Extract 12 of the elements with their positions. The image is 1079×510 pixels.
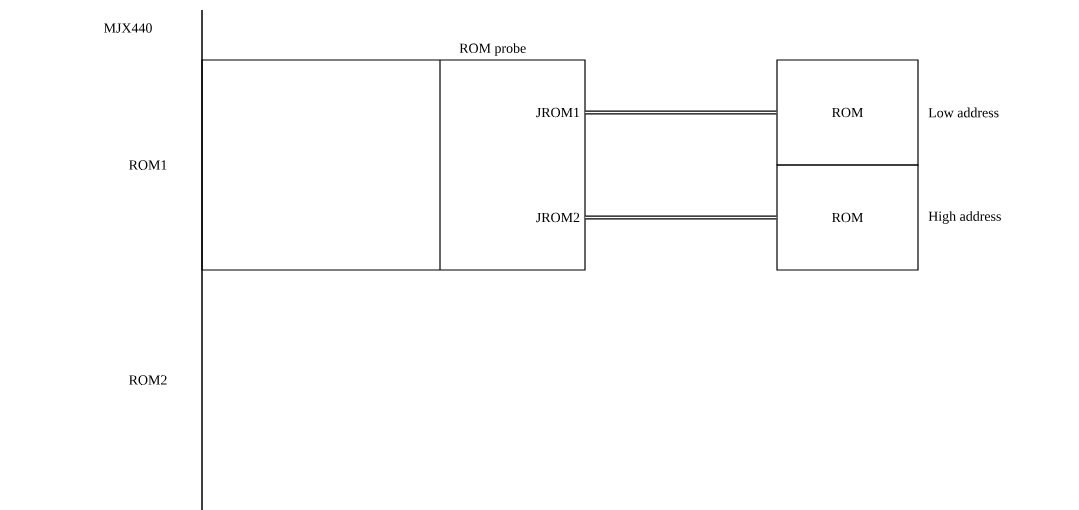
- bus-label: ROM1: [129, 160, 167, 170]
- double-line: [584, 110, 778, 115]
- bus-label: ROM2: [129, 375, 167, 385]
- side-label: High address: [928, 211, 1001, 224]
- rom-box: ROM: [776, 59, 919, 166]
- side-label: Low address: [928, 107, 999, 118]
- bus-label: MJX440: [104, 23, 152, 33]
- rom-box: ROM: [776, 164, 919, 271]
- connector-label: JROM1: [536, 107, 580, 118]
- connector-label: JROM2: [536, 212, 580, 223]
- node-label: ROM probe: [459, 43, 526, 56]
- double-line: [584, 215, 778, 220]
